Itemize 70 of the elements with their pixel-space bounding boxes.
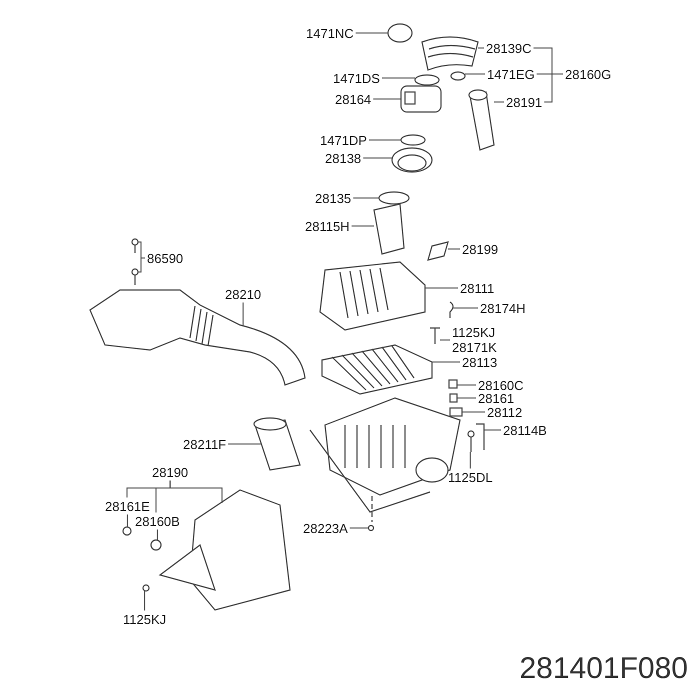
- leader-line: [456, 384, 476, 386]
- clamp-ring: [378, 191, 410, 205]
- air-cleaner-cover-drawing: [319, 261, 426, 331]
- part-number: 28138: [325, 150, 362, 166]
- leader-line: [372, 98, 402, 100]
- part-number: 28112: [487, 404, 522, 420]
- cap-part: [448, 379, 458, 389]
- catalog-number: 281401F080: [520, 652, 688, 686]
- part-number: 28161E: [105, 498, 150, 514]
- part-number: 28174H: [480, 300, 526, 316]
- part-number: 28223A: [303, 520, 348, 536]
- clip-part: [122, 526, 132, 536]
- part-number: 28211F: [183, 436, 226, 452]
- part-number: 1125KJ: [452, 325, 496, 340]
- part-number: 28160C: [478, 378, 524, 392]
- clamp-ring: [450, 71, 466, 81]
- part-number: 28190: [152, 464, 188, 480]
- part-number: 28199: [462, 242, 498, 256]
- part-number: 28160G: [565, 66, 612, 82]
- part-number: 28115H: [305, 218, 350, 234]
- part-number: 1125DL: [448, 470, 493, 484]
- nut-part: [150, 539, 162, 551]
- part-number: 28191: [506, 94, 542, 110]
- leader-line: [126, 514, 128, 528]
- clamp-ring: [414, 74, 440, 86]
- part-number: 28161: [478, 390, 514, 406]
- part-number: 28210: [225, 286, 262, 302]
- grommet-part: [449, 393, 458, 403]
- bolt-drawing: [467, 430, 475, 452]
- label-sticker-drawing: [427, 241, 449, 261]
- screw-head: [368, 524, 374, 532]
- bolt-head: [142, 584, 150, 592]
- part-number: 1471EG: [487, 66, 535, 82]
- part-number: 28114B: [503, 422, 547, 438]
- tube-drawing: [468, 89, 495, 151]
- clamp-ring: [400, 134, 426, 146]
- air-filter-drawing: [321, 344, 433, 395]
- hose-drawing: [421, 36, 479, 71]
- hose-drawing: [373, 203, 405, 255]
- part-number: 28160B: [135, 514, 180, 528]
- part-number: 28113: [462, 354, 498, 370]
- leader-line: [170, 480, 222, 504]
- part-number: 1471NC: [306, 26, 354, 40]
- bolt-drawing: [131, 238, 139, 253]
- sensor-drawing: [400, 85, 442, 113]
- leader-line: [242, 302, 244, 326]
- part-number: 86590: [147, 250, 184, 266]
- leader-line: [448, 248, 460, 250]
- bracket-drawing: [476, 423, 485, 450]
- bolt-drawing: [429, 327, 441, 345]
- part-number: 28135: [315, 190, 352, 206]
- bolt-drawing: [131, 268, 139, 285]
- intake-duct-drawing: [89, 289, 306, 386]
- part-number: 1125KJ: [123, 612, 166, 626]
- leader-line: [138, 258, 146, 272]
- leader-line: [544, 74, 564, 102]
- clip-drawing: [449, 302, 454, 318]
- part-number: 28111: [460, 280, 494, 296]
- leader-line: [144, 590, 146, 611]
- hose-drawing: [253, 417, 301, 471]
- part-number: 1471DP: [320, 132, 367, 148]
- part-number: 1471DS: [333, 70, 380, 86]
- leader-line: [470, 452, 471, 469]
- leader-line: [156, 529, 158, 540]
- hose-drawing: [391, 147, 433, 173]
- part-number: 28171K: [452, 340, 497, 355]
- part-number: 28164: [335, 92, 372, 106]
- part-number: 28139C: [486, 40, 532, 56]
- leader-line: [355, 32, 388, 34]
- clamp-ring: [387, 23, 413, 43]
